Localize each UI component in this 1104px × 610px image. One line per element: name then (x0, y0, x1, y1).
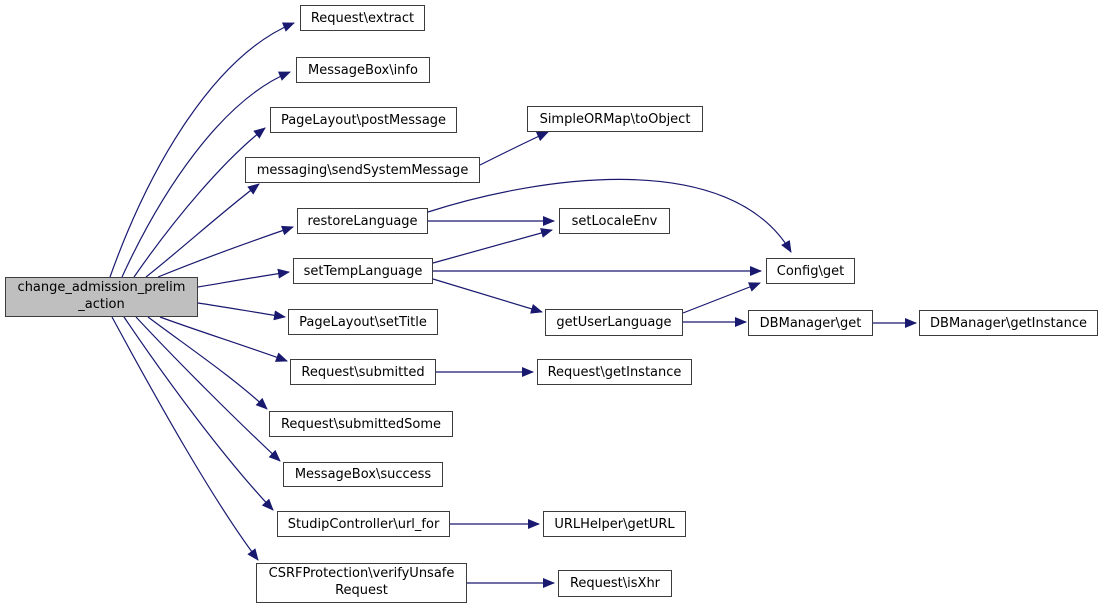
node-label: Config\get (776, 263, 845, 279)
edge-settemplanguage-to-getuserlanguage (432, 278, 543, 314)
node-messagebox-info[interactable]: MessageBox\info (296, 57, 430, 83)
node-messagebox-success[interactable]: MessageBox\success (283, 462, 443, 487)
node-label: PageLayout\setTitle (299, 314, 427, 330)
node-label: DBManager\get (759, 315, 862, 331)
node-getuserlanguage[interactable]: getUserLanguage (545, 309, 683, 336)
edge-root-to-pagelayout-postmessage (133, 127, 266, 278)
edge-root-to-restorelanguage (157, 225, 294, 278)
node-label: MessageBox\success (294, 467, 432, 482)
node-request-submitted[interactable]: Request\submitted (290, 359, 436, 385)
node-label: Request (335, 583, 388, 598)
node-label: SimpleORMap\toObject (539, 111, 691, 127)
edge-root-to-request-submitted (159, 316, 288, 362)
edge-root-to-settemplanguage (197, 268, 290, 288)
node-label: PageLayout\postMessage (280, 112, 447, 128)
node-label: setTempLanguage (303, 263, 423, 279)
edge-root-to-messagebox-success (135, 316, 281, 462)
edge-settemplanguage-to-setlocaleenv (432, 228, 553, 264)
node-csrfprotection-verifyunsaferequest[interactable]: CSRFProtection\verifyUnsafe Request (256, 563, 467, 603)
node-request-submittedsome[interactable]: Request\submittedSome (269, 411, 453, 437)
node-label: MessageBox\info (308, 62, 418, 78)
node-urlhelper-geturl[interactable]: URLHelper\getURL (543, 511, 686, 537)
node-label: restoreLanguage (307, 213, 418, 229)
edge-root-to-csrfprotection-verifyunsaferequest (111, 316, 259, 561)
node-request-extract[interactable]: Request\extract (300, 5, 425, 31)
edge-root-to-studipcontroller-url-for (123, 316, 274, 511)
edge-root-to-messagebox-info (121, 71, 291, 278)
node-label: Request\submitted (301, 364, 425, 380)
edge-restorelanguage-to-config-get (427, 178, 792, 253)
edge-sendsystemmessage-to-toobject (479, 131, 549, 166)
node-label: setLocaleEnv (571, 213, 658, 229)
node-label: Request\submittedSome (280, 416, 442, 432)
node-label: messaging\sendSystemMessage (256, 162, 469, 178)
node-change-admission-prelim-action: change_admission_prelim _action (5, 277, 198, 317)
node-label: CSRFProtection\verifyUnsafe (268, 566, 455, 582)
node-config-get[interactable]: Config\get (766, 258, 855, 284)
node-restorelanguage[interactable]: restoreLanguage (297, 208, 428, 234)
node-label: StudipController\url_for (287, 516, 440, 532)
node-label: getUserLanguage (556, 315, 672, 330)
edge-root-to-request-submittedsome (147, 316, 268, 410)
edge-getuserlanguage-to-config-get (682, 282, 761, 314)
node-label: Request\isXhr (569, 576, 661, 591)
edge-root-to-request-extract (109, 22, 295, 278)
node-dbmanager-get[interactable]: DBManager\get (748, 310, 873, 336)
node-pagelayout-postmessage[interactable]: PageLayout\postMessage (270, 107, 457, 133)
node-messaging-sendsystemmessage[interactable]: messaging\sendSystemMessage (245, 157, 480, 183)
node-settemplanguage[interactable]: setTempLanguage (293, 258, 433, 284)
node-simpleormap-toobject[interactable]: SimpleORMap\toObject (527, 106, 703, 132)
node-pagelayout-settitle[interactable]: PageLayout\setTitle (288, 309, 438, 335)
node-dbmanager-getinstance[interactable]: DBManager\getInstance (919, 310, 1098, 336)
node-label: URLHelper\getURL (554, 516, 675, 532)
node-label: Request\extract (310, 10, 415, 26)
node-label: DBManager\getInstance (930, 315, 1087, 331)
node-studipcontroller-url-for[interactable]: StudipController\url_for (277, 511, 450, 537)
edge-root-to-pagelayout-settitle (197, 302, 286, 321)
node-setlocaleenv[interactable]: setLocaleEnv (559, 208, 670, 234)
node-request-getinstance[interactable]: Request\getInstance (537, 359, 692, 385)
node-label: change_admission_prelim (17, 280, 186, 296)
node-label: Request\getInstance (547, 364, 682, 380)
edge-root-to-messaging-sendsystemmessage (145, 183, 260, 278)
node-label: _action (78, 297, 125, 312)
node-request-isxhr[interactable]: Request\isXhr (558, 570, 672, 597)
